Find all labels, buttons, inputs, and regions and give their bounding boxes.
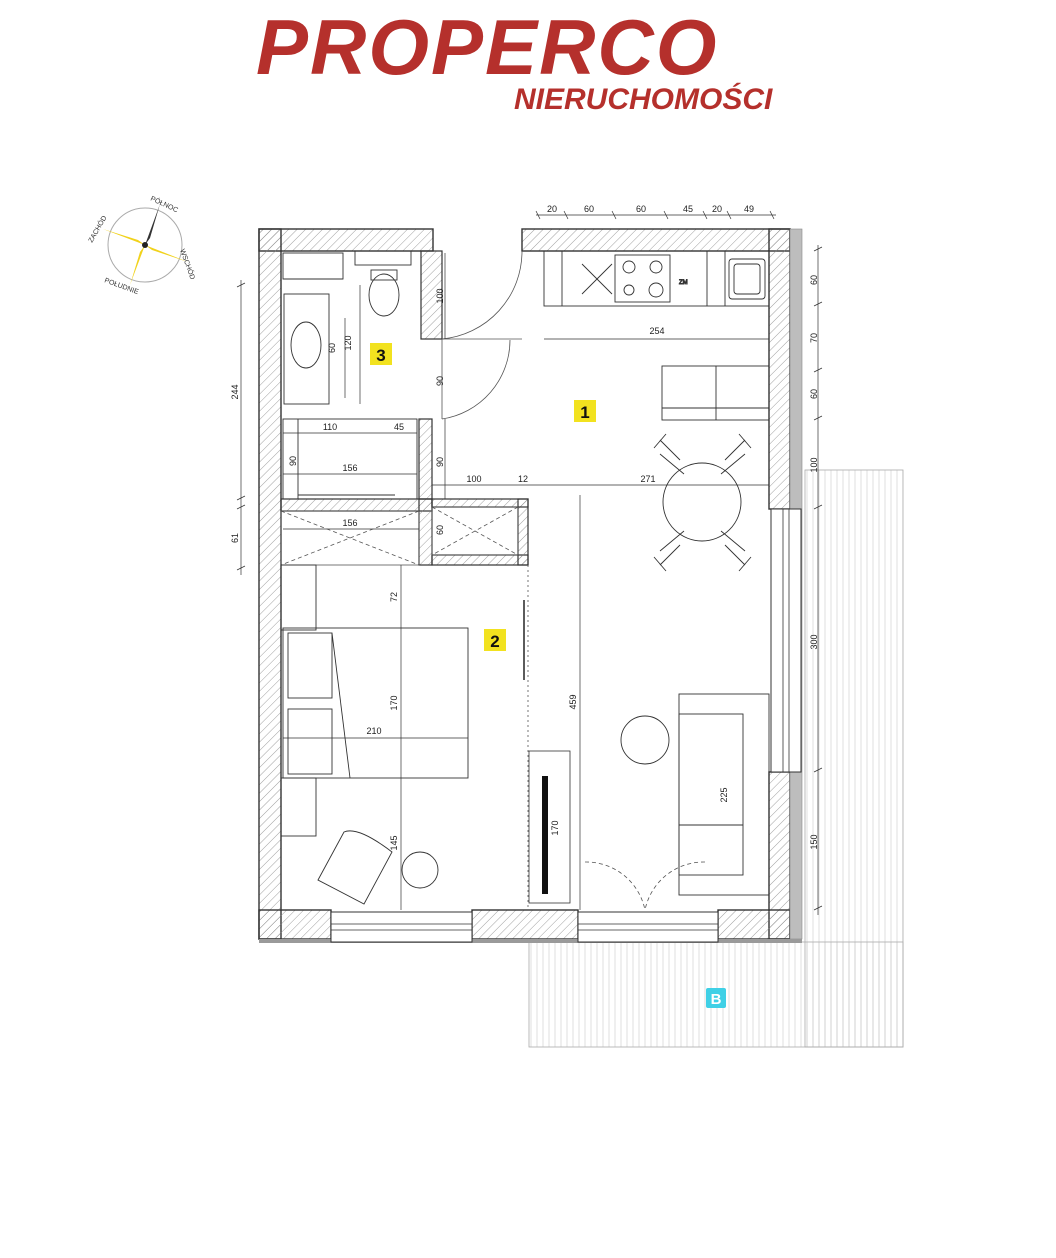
- dim-right-300: 300: [809, 634, 819, 649]
- dim-right-150: 150: [809, 834, 819, 849]
- washbasin: [290, 321, 322, 369]
- dim-right-70: 70: [809, 333, 819, 343]
- dim-right-60b: 60: [809, 389, 819, 399]
- compass-arrow-north: [145, 204, 160, 245]
- room-3-tag: [370, 343, 392, 365]
- dim-hall-60: 60: [435, 525, 445, 535]
- balcony-tag: [706, 988, 726, 1008]
- bathroom: [282, 250, 418, 500]
- wardrobe-rail: [542, 776, 548, 894]
- dim-top-60b: 60: [636, 204, 646, 214]
- doors: [441, 250, 706, 911]
- room-2-tag: [484, 629, 506, 651]
- dim-bath-90: 90: [435, 376, 445, 386]
- compass-east-label: WSCHÓD: [178, 248, 197, 281]
- compass-arrow-east: [145, 245, 188, 262]
- dim-120: 120: [343, 335, 353, 350]
- dim-156b: 156: [342, 518, 357, 528]
- dim-459: 459: [568, 694, 578, 709]
- compass-arrow-west: [103, 229, 145, 245]
- dim-right-60a: 60: [809, 275, 819, 285]
- armchair: [317, 830, 393, 905]
- compass-center: [142, 242, 148, 248]
- logo-main-text: PROPERCO: [256, 3, 719, 91]
- coffee-table: [620, 715, 670, 765]
- dim-100: 100: [466, 474, 481, 484]
- dim-225: 225: [719, 787, 729, 802]
- toilet: [368, 273, 400, 317]
- wardrobes: [280, 506, 571, 904]
- dim-top-60a: 60: [584, 204, 594, 214]
- dim-top-20b: 20: [712, 204, 722, 214]
- dimension-texts: 20 60 60 45 20 49 60 70 60 100 300 150 2…: [230, 204, 819, 851]
- dim-right-100: 100: [809, 457, 819, 472]
- balcony-label: B: [711, 991, 722, 1008]
- fridge-label: ZM: [679, 280, 688, 286]
- logo-sub-text: NIERUCHOMOŚCI: [514, 83, 773, 116]
- compass-ring: [107, 207, 183, 283]
- kitchen-sink: [728, 258, 766, 300]
- dim-left-61: 61: [230, 533, 240, 543]
- dim-sink-60: 60: [327, 343, 337, 353]
- dim-156a: 156: [342, 463, 357, 473]
- compass: PÓŁNOC WSCHÓD POŁUDNIE ZACHÓD: [86, 194, 198, 297]
- compass-arrow-south: [130, 245, 145, 285]
- dim-hall-90: 90: [435, 457, 445, 467]
- bed: [282, 627, 469, 779]
- dim-72: 72: [389, 592, 399, 602]
- dim-210: 210: [366, 726, 381, 736]
- dim-145: 145: [389, 835, 399, 850]
- dim-271: 271: [640, 474, 655, 484]
- dim-45: 45: [394, 422, 404, 432]
- room-1-label: 1: [580, 403, 589, 422]
- interior-walls: [280, 250, 529, 566]
- dim-bath-door-100: 100: [435, 288, 445, 303]
- compass-north-label: PÓŁNOC: [149, 194, 180, 215]
- dim-left-244: 244: [230, 384, 240, 399]
- dim-top-45: 45: [683, 204, 693, 214]
- cabinet: [661, 365, 770, 421]
- dim-110: 110: [323, 422, 337, 432]
- dim-12: 12: [518, 474, 528, 484]
- cooktop: [614, 254, 671, 303]
- room-1-tag: [574, 400, 596, 422]
- bathtub: [282, 418, 418, 500]
- dim-top-20a: 20: [547, 204, 557, 214]
- dining-table: [662, 462, 742, 542]
- living-furniture: [620, 365, 770, 896]
- balcony: B: [528, 469, 904, 1048]
- room-2-label: 2: [490, 632, 499, 651]
- windows: [330, 508, 802, 943]
- exterior-walls: [258, 228, 803, 943]
- dimension-lines: [236, 210, 823, 915]
- dim-top-49: 49: [744, 204, 754, 214]
- side-table: [401, 851, 439, 889]
- room-3-label: 3: [376, 346, 385, 365]
- room-tags: 1 2 3: [370, 343, 596, 651]
- dim-170-bed: 170: [389, 695, 399, 710]
- dim-170-wardrobe: 170: [550, 820, 560, 835]
- washbasin-counter: [283, 293, 330, 405]
- compass-west-label: ZACHÓD: [86, 214, 109, 244]
- wardrobe-living: [528, 750, 571, 904]
- dim-90-small: 90: [288, 456, 298, 466]
- bedroom: [280, 564, 469, 905]
- kitchen: ZM: [543, 250, 770, 307]
- kitchen-counter: [543, 250, 770, 307]
- dim-254: 254: [649, 326, 664, 336]
- logo: PROPERCO NIERUCHOMOŚCI: [0, 0, 1056, 130]
